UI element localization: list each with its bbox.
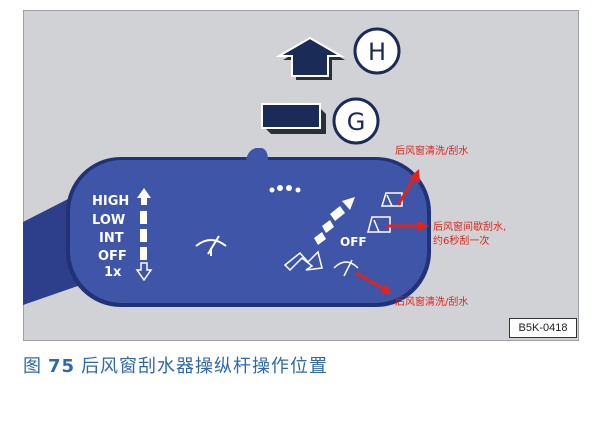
callout-text-lower: 后风窗清洗/刮水 [395, 295, 468, 308]
label-high: HIGH [92, 194, 129, 209]
washer-drops-icon [269, 185, 301, 193]
tip-down-arrow-icon [135, 262, 153, 282]
front-wiper-icon [195, 235, 227, 256]
scale-mark-off [140, 247, 147, 260]
label-int: INT [99, 231, 124, 246]
callout-arrow-middle [386, 221, 429, 231]
gear-g-label: G [347, 108, 366, 136]
rear-wash-icon-lower [333, 259, 359, 277]
speed-up-arrow-icon [137, 188, 151, 205]
wiper-lever-diagram: H G HIGH LOW INT OFF 1x OFF [23, 27, 506, 308]
caption-prefix: 图 [23, 356, 42, 377]
scale-mark-int [140, 229, 147, 242]
callout-text-middle-line2: 约6秒刮一次 [433, 234, 489, 247]
lever-body [66, 148, 431, 307]
callout-text-upper: 后风窗清洗/刮水 [395, 144, 468, 157]
label-rear-off: OFF [340, 235, 367, 249]
callout-arrow-lower [355, 271, 392, 294]
label-low: LOW [92, 213, 125, 228]
up-shift-arrow-icon [275, 36, 345, 80]
gear-h-badge: H [353, 27, 401, 75]
rotate-arrow-icon [283, 250, 323, 272]
label-1x: 1x [104, 265, 122, 280]
rear-interval-icon [367, 216, 391, 233]
caption-number: 75 [48, 356, 76, 377]
flat-key-icon [261, 103, 326, 134]
figure-code: B5K-0418 [509, 318, 577, 338]
callout-arrow-upper [396, 169, 420, 206]
gear-h-label: H [368, 38, 386, 66]
scale-mark-low [140, 211, 147, 224]
callout-text-middle-line1: 后风窗间歇刮水, [433, 220, 506, 233]
caption-text: 后风窗刮水器操纵杆操作位置 [81, 356, 329, 377]
gear-g-badge: G [332, 97, 380, 145]
label-off: OFF [98, 249, 127, 264]
rear-wiper-rotary-scale [314, 197, 355, 245]
rear-wash-icon-upper [380, 192, 403, 207]
